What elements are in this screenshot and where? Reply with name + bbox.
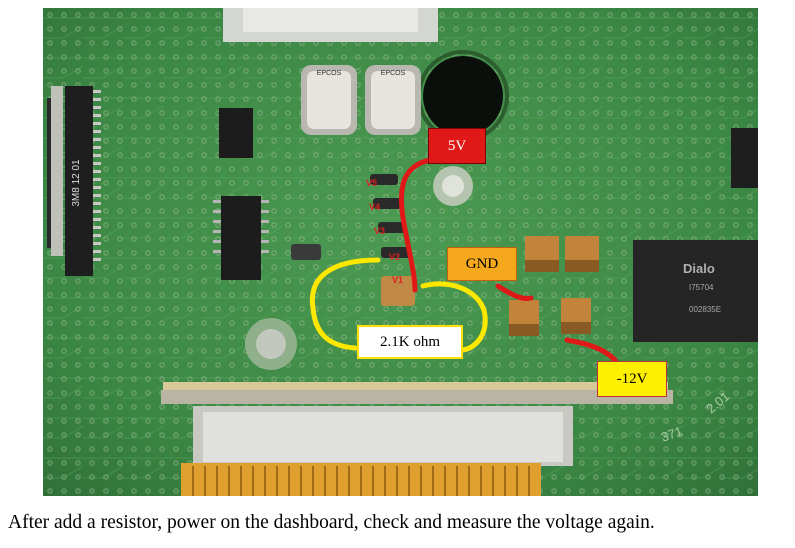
- red-wire-5v: [398, 155, 452, 293]
- pin-mark-v5: V5: [366, 178, 378, 188]
- dialog-text: Dialo: [683, 261, 715, 276]
- yellow-wire-resistor: [309, 257, 488, 353]
- label-resistor: 2.1K ohm: [357, 325, 463, 359]
- left-ic: 3M8 12 01: [65, 86, 101, 276]
- pcb-photo: EPCOS EPCOS 3M8 12 01: [43, 8, 758, 496]
- left-chip-text: 3M8 12 01: [71, 159, 82, 207]
- pin-mark-v2: V2: [389, 252, 401, 262]
- dialog-code-1: I75704: [689, 283, 714, 292]
- epcos-text-left: EPCOS: [317, 70, 342, 77]
- resistor-column: [370, 174, 415, 306]
- epcos-text-right: EPCOS: [381, 70, 406, 77]
- dialog-ic: Dialo I75704 002835E: [633, 240, 758, 342]
- pin-mark-v3: V3: [374, 226, 386, 236]
- red-wire-gnd: [495, 283, 534, 301]
- board-mark-1: 371: [659, 423, 685, 445]
- caption: After add a resistor, power on the dashb…: [8, 512, 655, 533]
- small-ic-1: [219, 108, 253, 158]
- pin-mark-v1: V1: [392, 275, 404, 285]
- small-ic-2: [221, 196, 261, 280]
- label-neg12v: -12V: [597, 361, 667, 397]
- capacitors: [509, 236, 599, 336]
- label-gnd: GND: [447, 247, 517, 281]
- inductor-right: EPCOS: [365, 65, 421, 135]
- label-5v: 5V: [428, 128, 486, 164]
- pin-mark-v4: V4: [369, 202, 381, 212]
- inductor-left: EPCOS: [301, 65, 357, 135]
- red-wire-neg12v: [564, 337, 618, 363]
- dialog-code-2: 002835E: [689, 305, 721, 314]
